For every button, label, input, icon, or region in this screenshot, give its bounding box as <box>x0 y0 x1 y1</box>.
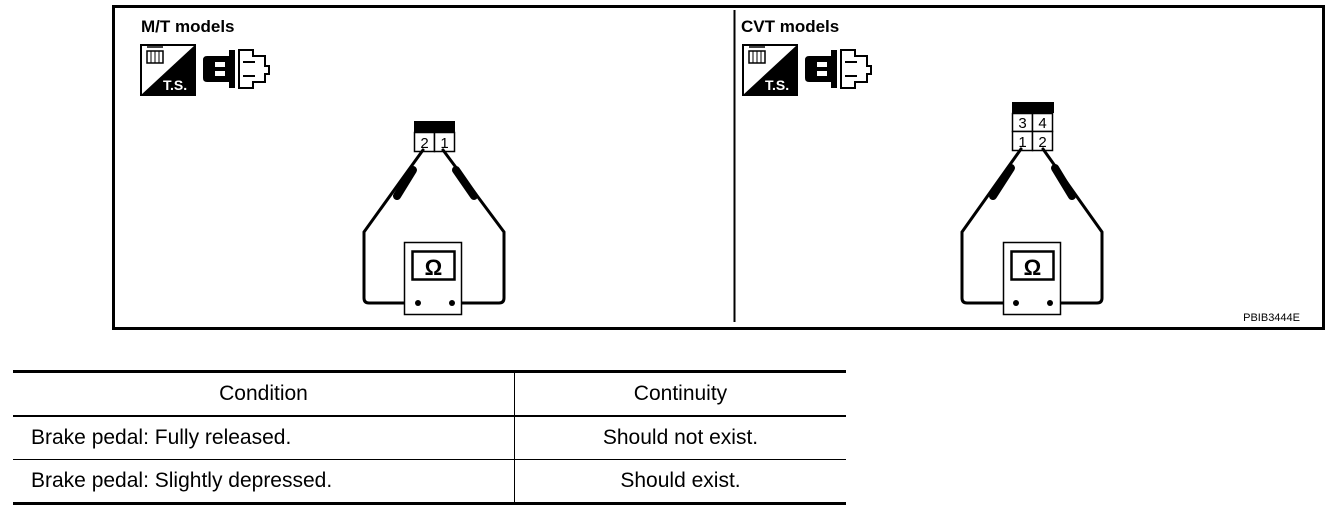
ohmmeter-icon: Ω <box>403 241 463 316</box>
mt-probe-leads <box>362 148 506 305</box>
mt-pin-1: 1 <box>440 135 448 152</box>
cvt-pin-2: 2 <box>1038 134 1046 151</box>
table-row: Brake pedal: Slightly depressed. Should … <box>13 459 846 505</box>
condition-table: Condition Continuity Brake pedal: Fully … <box>13 370 846 505</box>
figure-code: PBIB3444E <box>1243 312 1300 324</box>
mt-panel-title: M/T models <box>141 17 235 36</box>
cvt-panel: CVT models T.S. 3 4 <box>741 17 1300 324</box>
mt-panel: M/T models T.S. 2 1 <box>140 17 506 316</box>
svg-text:Ω: Ω <box>425 255 443 280</box>
mt-pin-2: 2 <box>420 135 428 152</box>
header-continuity: Continuity <box>514 370 846 417</box>
svg-text:Ω: Ω <box>1024 255 1042 280</box>
svg-text:T.S.: T.S. <box>163 77 187 93</box>
cvt-pin-4: 4 <box>1038 115 1046 132</box>
cvt-pin-1: 1 <box>1018 134 1026 151</box>
ohmmeter-icon: Ω <box>1002 241 1062 316</box>
condition-cell: Brake pedal: Fully released. <box>13 416 515 460</box>
table-row: Brake pedal: Fully released. Should not … <box>13 416 846 460</box>
connector-ts-icon: T.S. <box>140 44 196 96</box>
diagram-frame <box>112 5 1325 330</box>
connector-ts-icon: T.S. <box>742 44 798 96</box>
mt-connector: 2 1 <box>413 121 456 153</box>
harness-connector-icon <box>203 49 270 89</box>
cvt-panel-title: CVT models <box>741 17 839 36</box>
cvt-probe-leads <box>960 147 1104 305</box>
table-header-row: Condition Continuity <box>13 370 846 417</box>
svg-text:T.S.: T.S. <box>765 77 789 93</box>
header-condition: Condition <box>13 370 515 417</box>
cvt-connector: 3 4 1 2 <box>1011 102 1054 152</box>
cvt-pin-3: 3 <box>1018 115 1026 132</box>
harness-connector-icon <box>805 49 872 89</box>
continuity-diagram: M/T models T.S. 2 1 <box>112 5 1325 330</box>
condition-cell: Brake pedal: Slightly depressed. <box>13 459 515 505</box>
continuity-cell: Should exist. <box>514 459 846 505</box>
continuity-cell: Should not exist. <box>514 416 846 460</box>
